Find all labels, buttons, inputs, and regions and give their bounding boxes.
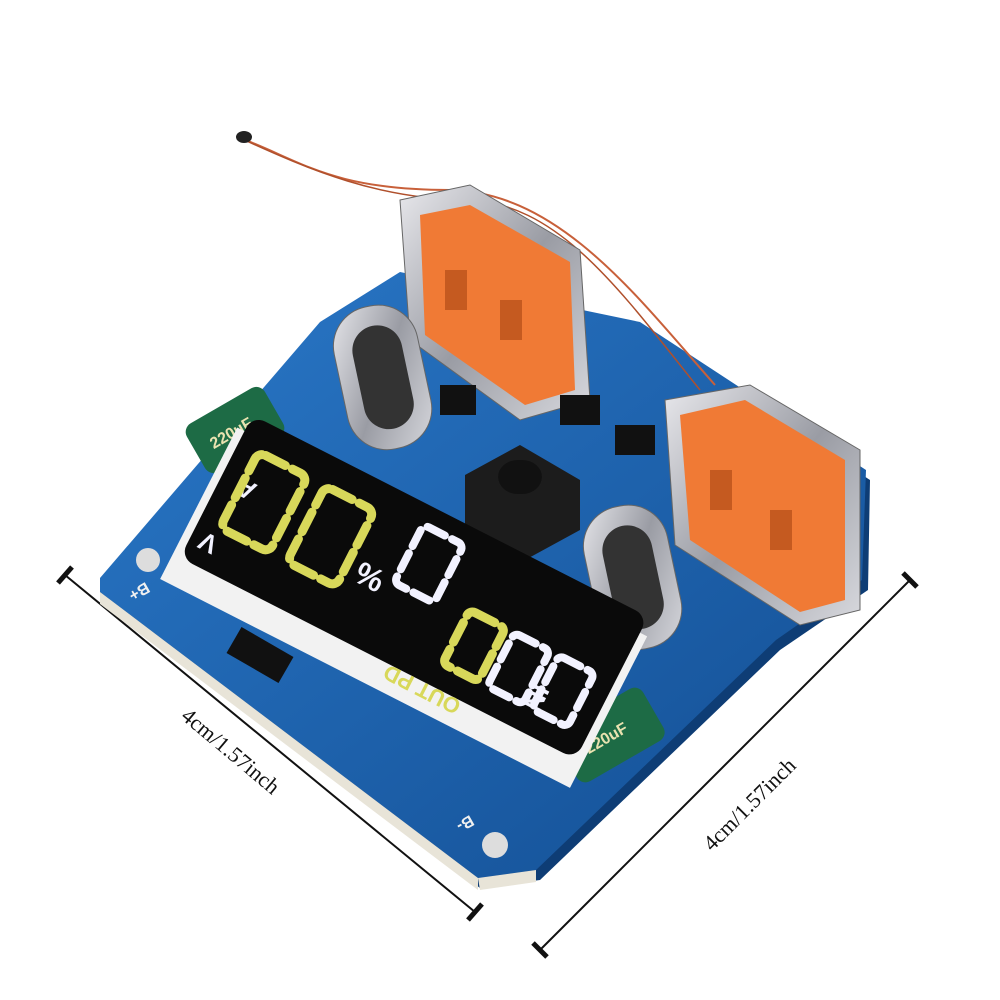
dimension-line-left xyxy=(56,565,484,922)
thermistor-icon xyxy=(236,131,252,143)
ic-chip xyxy=(615,425,655,455)
pad-b-minus xyxy=(482,832,508,858)
usb-a-port-right xyxy=(664,384,861,626)
seven-segment-digits-yellow xyxy=(218,450,508,685)
ic-chip xyxy=(226,627,294,683)
dimension-label-right: 4cm/1.57inch xyxy=(698,753,801,856)
led-display: IN OUT PD % A V xyxy=(160,419,648,788)
seven-segment-digits-white xyxy=(392,522,597,729)
svg-text:B-: B- xyxy=(453,811,476,834)
push-button xyxy=(465,445,580,560)
usb-a-port-top xyxy=(399,184,591,421)
ic-chip xyxy=(440,385,476,415)
usb-c-port-left xyxy=(332,304,433,451)
pad-b-plus xyxy=(136,548,160,572)
dimension-line-right xyxy=(531,571,919,959)
ic-chip xyxy=(560,395,600,425)
